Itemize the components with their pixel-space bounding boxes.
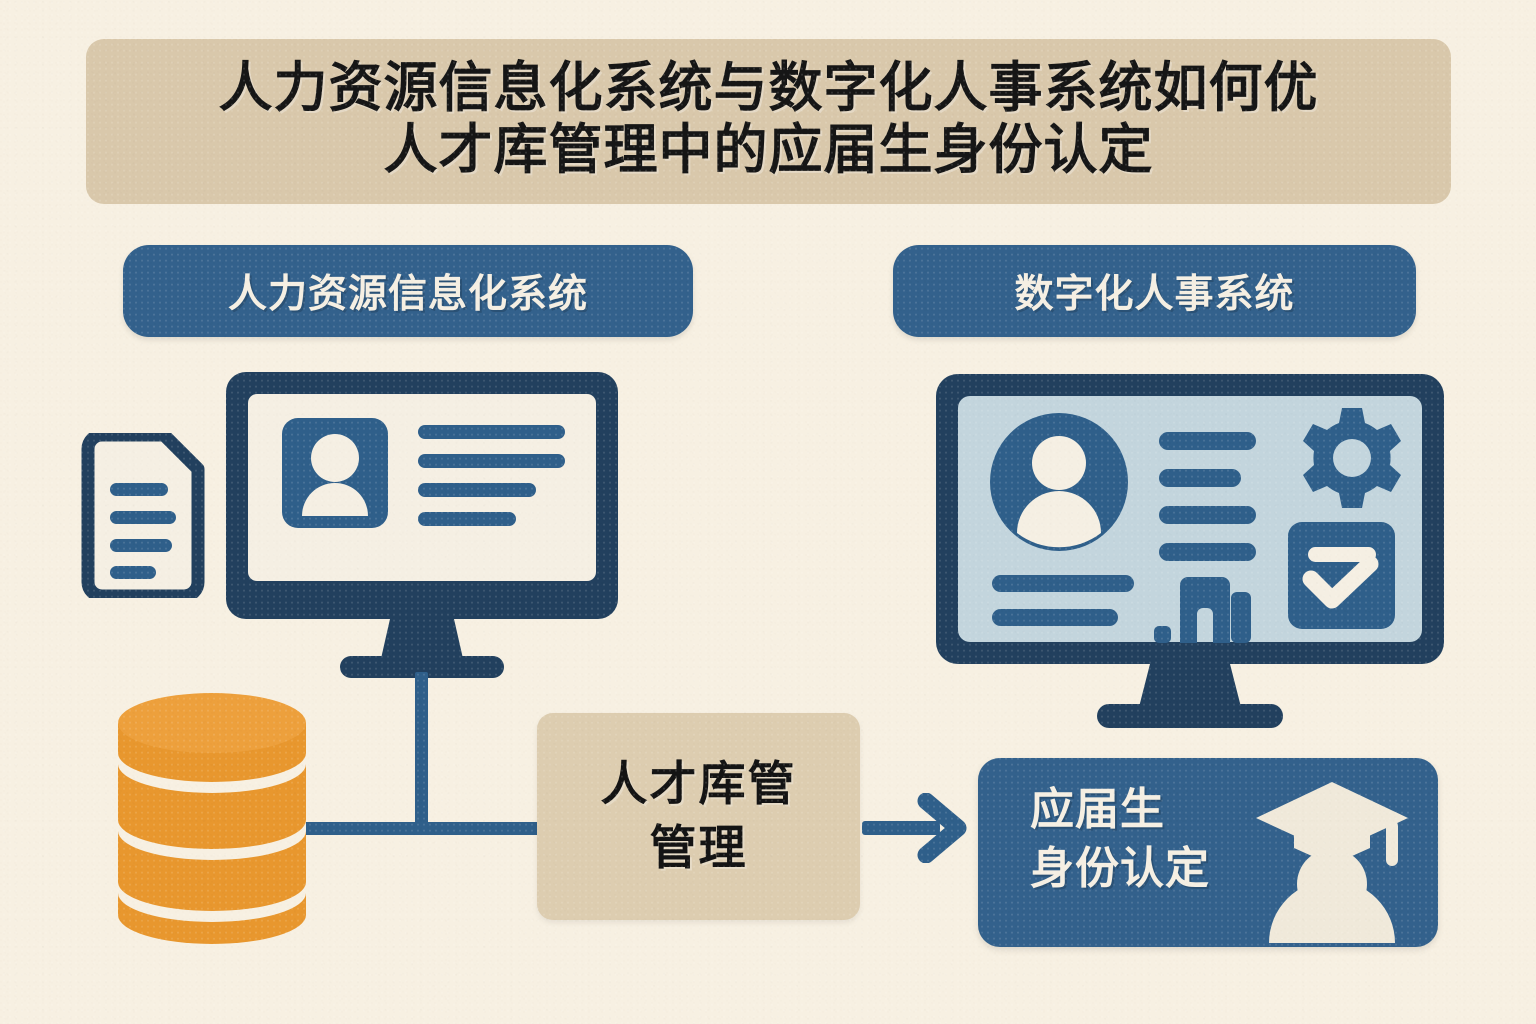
title-banner: 人力资源信息化系统与数字化人事系统如何优 人才库管理中的应届生身份认定 [86,39,1451,204]
checkbox-check-icon [1288,522,1395,629]
page-title-line-2: 人才库管理中的应届生身份认定 [383,117,1154,181]
badge-hr-information-system-label: 人力资源信息化系统 [227,272,588,317]
badge-digital-hr-system[interactable]: 数字化人事系统 [893,245,1416,337]
monitor-digital-hr-icon [936,374,1444,728]
database-cylinder-icon [118,693,306,944]
fresh-graduate-line-2: 身份认定 [1030,842,1210,894]
fresh-graduate-identity-text: 应届生 身份认定 [1030,784,1210,896]
page-title-line-1: 人力资源信息化系统与数字化人事系统如何优 [218,55,1319,119]
fresh-graduate-line-1: 应届生 [1030,784,1165,835]
monitor-hr-icon [226,372,618,678]
talent-pool-line-2: 管理 [649,820,748,876]
talent-pool-line-1: 人才库管 [600,757,797,813]
connector-vertical [415,672,428,827]
badge-digital-hr-system-label: 数字化人事系统 [1014,272,1295,317]
document-icon [81,433,205,598]
graduate-icon [1256,782,1408,943]
connector-horizontal [295,822,550,835]
bar-chart-icon [1154,577,1251,643]
avatar-circle-icon [990,413,1128,551]
fresh-graduate-identity-badge[interactable]: 应届生 身份认定 [978,758,1438,947]
gear-icon [1303,408,1401,508]
badge-hr-information-system[interactable]: 人力资源信息化系统 [123,245,693,337]
talent-pool-management-box[interactable]: 人才库管 管理 [537,713,860,920]
arrow-right-icon [862,793,967,863]
